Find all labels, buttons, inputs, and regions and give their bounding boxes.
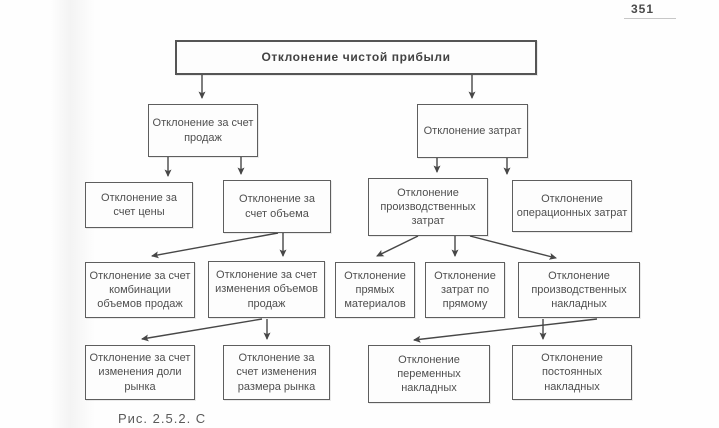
node-sales-mix-deviation: Отклонение за счет комбинации объемов пр…	[85, 262, 195, 318]
node-production-cost-deviation: Отклонение производственных затрат	[368, 178, 488, 236]
node-direct-labor-cost-deviation: Отклонение затрат по прямому	[425, 262, 505, 318]
node-direct-materials-deviation: Отклонение прямых материалов	[335, 262, 415, 318]
node-net-profit-deviation: Отклонение чистой прибыли	[175, 40, 537, 75]
node-operating-cost-deviation: Отклонение операционных затрат	[512, 180, 632, 232]
node-market-share-deviation: Отклонение за счет изменения доли рынка	[85, 345, 195, 400]
page-number-rule	[624, 18, 676, 19]
node-price-deviation: Отклонение за счет цены	[85, 182, 193, 228]
node-sales-deviation: Отклонение за счет продаж	[148, 104, 258, 157]
figure-caption: Рис. 2.5.2. С	[118, 411, 207, 426]
node-sales-volume-change-deviation: Отклонение за счет изменения объемов про…	[208, 261, 325, 318]
node-production-overhead-deviation: Отклонение производственных накладных	[518, 262, 640, 318]
page-number: 351	[631, 2, 655, 16]
node-variable-overhead-deviation: Отклонение переменных накладных	[368, 345, 490, 403]
node-cost-deviation: Отклонение затрат	[417, 104, 528, 158]
node-volume-deviation: Отклонение за счет объема	[223, 180, 331, 233]
node-fixed-overhead-deviation: Отклонение постоянных накладных	[512, 345, 632, 400]
node-market-size-deviation: Отклонение за счет изменения размера рын…	[223, 345, 330, 400]
